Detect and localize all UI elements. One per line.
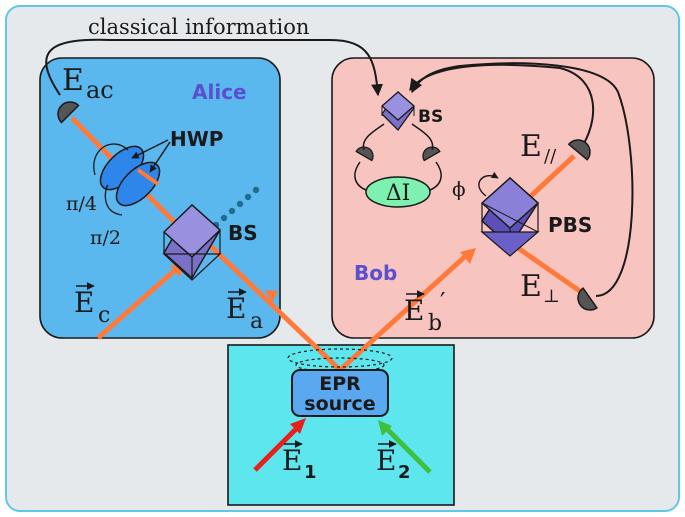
eb-sub: b xyxy=(428,311,442,336)
alice-bs-label: BS xyxy=(228,221,258,245)
bob-bs-label: BS xyxy=(418,107,443,127)
bob-bs-cube-icon xyxy=(381,91,415,131)
epar-sub: // xyxy=(544,146,557,167)
alice-box xyxy=(39,57,281,339)
delta-wire-left xyxy=(354,161,367,191)
alice-bs-cube-icon xyxy=(162,203,222,281)
e2-label: E xyxy=(376,444,396,477)
beam-arrow-eb xyxy=(460,248,476,264)
eac-sub: ac xyxy=(86,76,114,104)
beam-to-bob xyxy=(338,250,472,372)
eperp-sub: ⊥ xyxy=(543,286,560,307)
ec-sub: c xyxy=(98,303,110,328)
delta-i-label: ΔI xyxy=(386,181,411,206)
beam-arrow-e2 xyxy=(378,420,392,436)
beam-e2 xyxy=(383,425,432,474)
eb-label: E xyxy=(404,294,424,327)
beam-ec xyxy=(96,262,184,340)
bob-detector-left-icon xyxy=(355,146,374,162)
beam-arrow-ea xyxy=(265,290,278,303)
bob-bs-wire-left xyxy=(362,123,385,151)
angle-pi2: π/2 xyxy=(90,227,121,249)
hwp-pointer-2 xyxy=(149,141,171,173)
delta-i-badge xyxy=(365,176,431,208)
beam-to-alice xyxy=(198,234,342,372)
epar-label: E xyxy=(520,129,542,164)
epar-wire xyxy=(409,63,594,151)
phi-label: ϕ xyxy=(452,177,466,201)
source-ring-inner xyxy=(295,357,385,373)
bob-title: Bob xyxy=(354,261,397,285)
e1-label: E xyxy=(282,444,302,477)
ea-label: E xyxy=(226,292,246,325)
beam-arrow-e1 xyxy=(290,418,306,434)
eb-prime: ′ xyxy=(440,288,445,316)
hwp-pointer-1 xyxy=(131,139,169,159)
bob-detector-right-icon xyxy=(422,146,441,162)
angle-pi4: π/4 xyxy=(66,193,97,215)
source-ring-outer xyxy=(287,348,393,368)
delta-wire-right xyxy=(429,161,442,191)
beam-to-eperp xyxy=(516,245,586,297)
detector-epar-icon xyxy=(567,139,591,161)
eac-label: E xyxy=(62,63,84,98)
detector-eac-icon xyxy=(57,101,80,124)
ec-label: E xyxy=(74,286,94,319)
source-line1: EPR xyxy=(319,373,361,395)
e1-sub: 1 xyxy=(304,462,317,483)
detector-eperp-icon xyxy=(577,287,598,311)
eperp-label: E xyxy=(520,269,542,304)
phi-rotation-arrow xyxy=(478,171,499,197)
pbs-label: PBS xyxy=(548,213,592,237)
ea-sub: a xyxy=(250,309,263,334)
eperp-wire xyxy=(411,62,634,297)
classical-info-wire xyxy=(45,38,384,97)
caption-text: classical information xyxy=(88,15,309,39)
alice-title: Alice xyxy=(192,80,247,104)
epr-source-core xyxy=(291,369,389,417)
beam-e1 xyxy=(253,423,302,472)
e2-sub: 2 xyxy=(398,462,411,483)
bob-bs-wire-right xyxy=(411,123,434,151)
source-line2: source xyxy=(304,393,375,415)
pbs-cube-icon xyxy=(480,176,540,257)
hwp-label: HWP xyxy=(170,127,223,151)
